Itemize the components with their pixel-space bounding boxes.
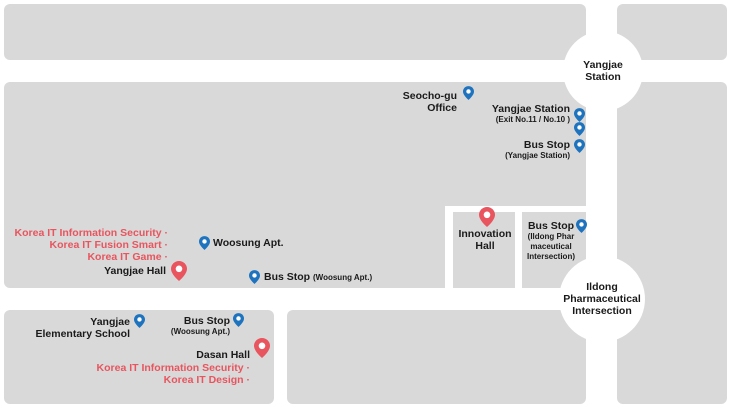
map-pin-icon[interactable] [574, 122, 585, 136]
school-name: Korea IT Fusion Smart [49, 239, 162, 251]
elementary-school-label: Yangjae Elementary School [35, 316, 130, 340]
bus-stop-ildong-label: Bus Stop (Ildong Phar maceutical Interse… [526, 220, 575, 261]
inner-lane-middle [515, 206, 522, 288]
school-name: Korea IT Design [163, 374, 244, 386]
school-name: Korea IT Game [87, 251, 162, 263]
map-pin-icon[interactable] [233, 313, 244, 327]
school-name: Korea IT Information Security [14, 227, 162, 239]
bus-stop-woosung-east-label: Bus Stop (Woosung Apt.) [264, 271, 373, 283]
yangjae-station-exit-label: Yangjae Station (Exit No.11 / No.10 ) [491, 103, 570, 124]
location-pin-icon[interactable] [254, 338, 270, 358]
block-top-left [4, 4, 586, 60]
yangjae-station-label: Yangjae Station [583, 59, 623, 83]
seocho-office-label: Seocho-gu Office [402, 90, 457, 114]
location-pin-icon[interactable] [479, 207, 495, 227]
block-main [4, 82, 586, 288]
block-bottom-middle [287, 310, 586, 404]
ildong-intersection [559, 256, 645, 342]
map-pin-icon[interactable] [574, 139, 585, 153]
map-pin-icon[interactable] [576, 219, 587, 233]
school-name: Korea IT Information Security [96, 362, 244, 374]
dasan-hall-schools: Korea IT Information Security · Korea IT… [96, 362, 250, 386]
block-right [617, 82, 727, 404]
map-pin-icon[interactable] [463, 86, 474, 100]
yangjae-hall-label: Yangjae Hall [104, 265, 166, 277]
location-pin-icon[interactable] [171, 261, 187, 281]
inner-lane-left [445, 206, 453, 288]
map-pin-icon[interactable] [134, 314, 145, 328]
map-pin-icon[interactable] [199, 236, 210, 250]
ildong-label: Ildong Pharmaceutical Intersection [563, 281, 641, 317]
innovation-hall-label: Innovation Hall [458, 228, 512, 252]
bus-stop-woosung-south-label: Bus Stop (Woosung Apt.) [170, 315, 230, 336]
dasan-hall-label: Dasan Hall [196, 349, 250, 361]
yangjae-hall-schools: Korea IT Information Security · Korea IT… [14, 227, 168, 263]
map-pin-icon[interactable] [574, 108, 585, 122]
map-pin-icon[interactable] [249, 270, 260, 284]
yangjae-station-intersection [563, 31, 643, 111]
bus-stop-yangjae-label: Bus Stop (Yangjae Station) [505, 139, 570, 160]
woosung-apt-label: Woosung Apt. [213, 237, 284, 249]
